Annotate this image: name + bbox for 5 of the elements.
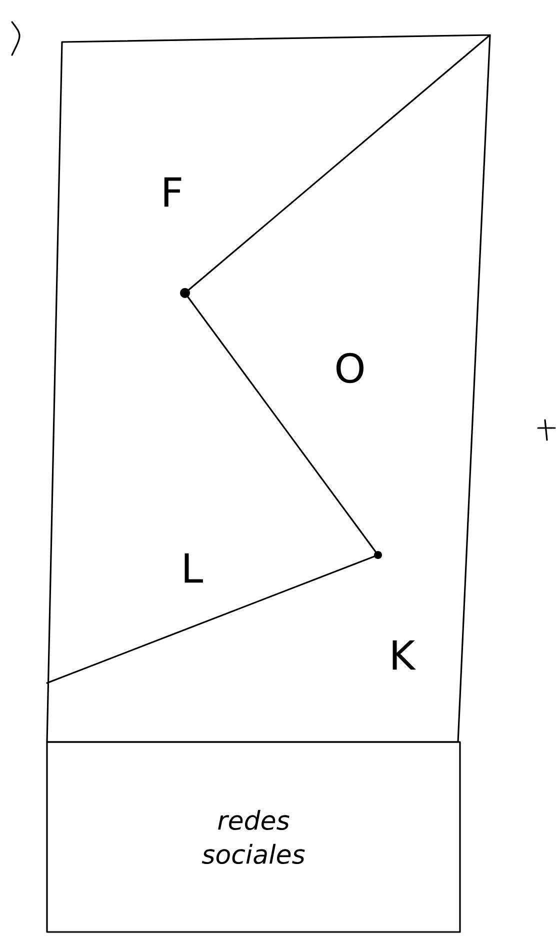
- region-letter: L: [184, 553, 203, 583]
- region-letter: F: [164, 177, 182, 207]
- region-letter: O: [336, 352, 364, 384]
- text-box: redes sociales: [46, 741, 461, 933]
- region-letter: K: [392, 640, 416, 670]
